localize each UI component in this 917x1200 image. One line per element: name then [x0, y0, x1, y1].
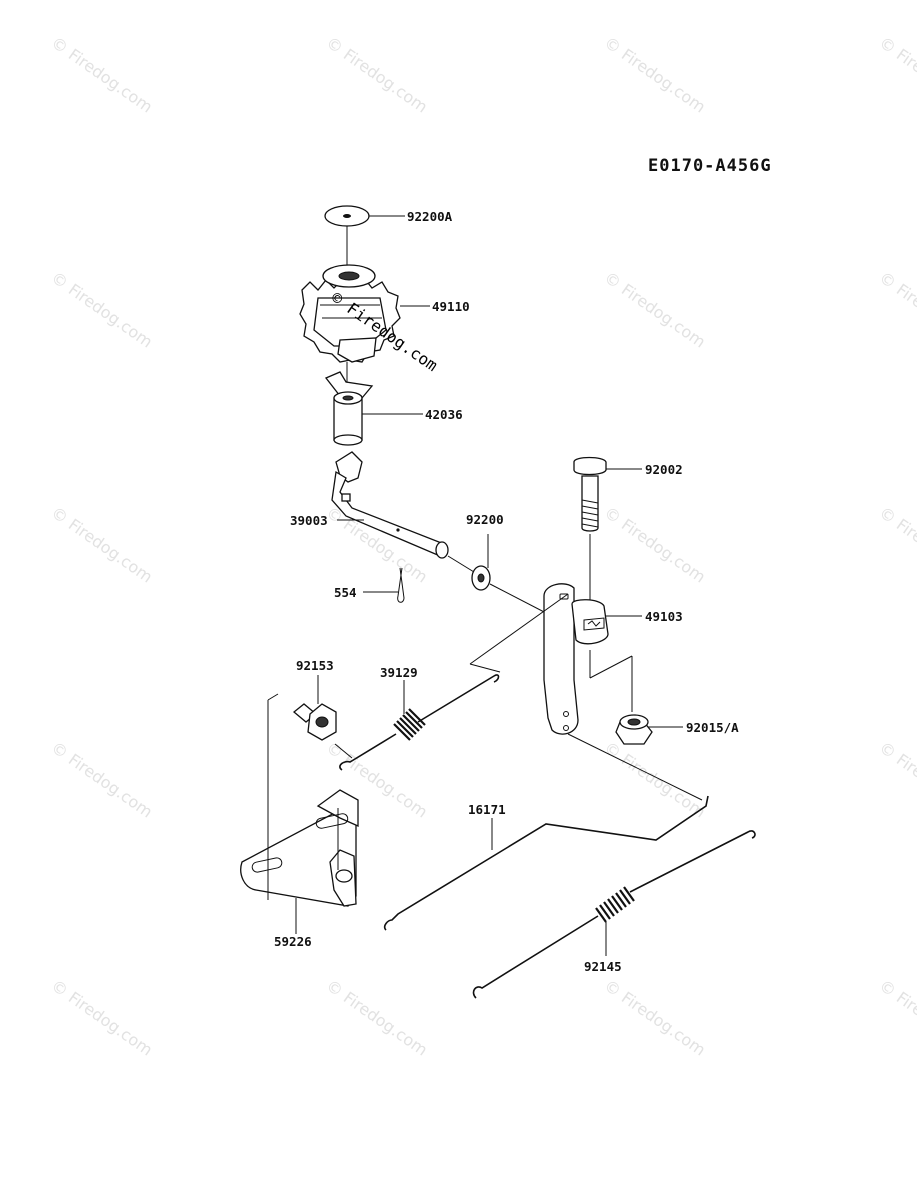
label-92145: 92145: [584, 959, 622, 974]
watermark: © Firedog.com: [48, 503, 156, 587]
watermark: © Firedog.com: [323, 976, 431, 1060]
label-92153: 92153: [296, 658, 334, 673]
watermark-grid: © Firedog.com © Firedog.com © Firedog.co…: [48, 33, 917, 1060]
watermark: © Firedog.com: [601, 268, 709, 352]
label-554: 554: [334, 585, 357, 600]
washer-top: [324, 205, 370, 227]
rod: [383, 733, 709, 931]
watermark: © Firedog.com: [876, 738, 917, 822]
label-92200: 92200: [466, 512, 504, 527]
watermark: © Firedog.com: [48, 33, 156, 117]
pin: [397, 567, 405, 603]
watermark: © Firedog.com: [876, 976, 917, 1060]
axis-line: [589, 655, 633, 679]
diagram-code: E0170-A456G: [648, 156, 772, 176]
lever-arm: [543, 583, 609, 735]
bolt: [573, 456, 607, 532]
label-92002: 92002: [645, 462, 683, 477]
label-92015A: 92015/A: [686, 720, 739, 735]
axis-line: [267, 693, 279, 701]
watermark: © Firedog.com: [876, 503, 917, 587]
lever-shaft: [331, 451, 449, 559]
nut: [615, 714, 653, 745]
spring-small: [339, 674, 500, 771]
watermark: © Firedog.com: [48, 976, 156, 1060]
label-92200A: 92200A: [407, 209, 453, 224]
label-39003: 39003: [290, 513, 328, 528]
shaft: [324, 371, 374, 446]
axis-line: [469, 593, 569, 665]
label-59226: 59226: [274, 934, 312, 949]
watermark: © Firedog.com: [601, 503, 709, 587]
watermark: © Firedog.com: [601, 976, 709, 1060]
watermark: © Firedog.com: [601, 33, 709, 117]
axis-line: [447, 555, 475, 573]
watermark: © Firedog.com: [876, 268, 917, 352]
label-42036: 42036: [425, 407, 463, 422]
spring-rod: [472, 830, 756, 999]
watermark: © Firedog.com: [48, 738, 156, 822]
bolt-small: [292, 703, 337, 741]
watermark: © Firedog.com: [601, 738, 709, 822]
watermark: © Firedog.com: [876, 33, 917, 117]
bracket: [240, 789, 359, 907]
watermark: © Firedog.com: [48, 268, 156, 352]
axis-line: [489, 583, 549, 615]
gear: [299, 264, 401, 363]
label-39129: 39129: [380, 665, 418, 680]
label-49103: 49103: [645, 609, 683, 624]
watermark: © Firedog.com: [323, 33, 431, 117]
axis-line: [334, 743, 353, 759]
axis-line: [469, 663, 501, 673]
label-49110: 49110: [432, 299, 470, 314]
label-16171: 16171: [468, 802, 506, 817]
axis-line: [567, 733, 703, 801]
washer: [471, 565, 491, 591]
